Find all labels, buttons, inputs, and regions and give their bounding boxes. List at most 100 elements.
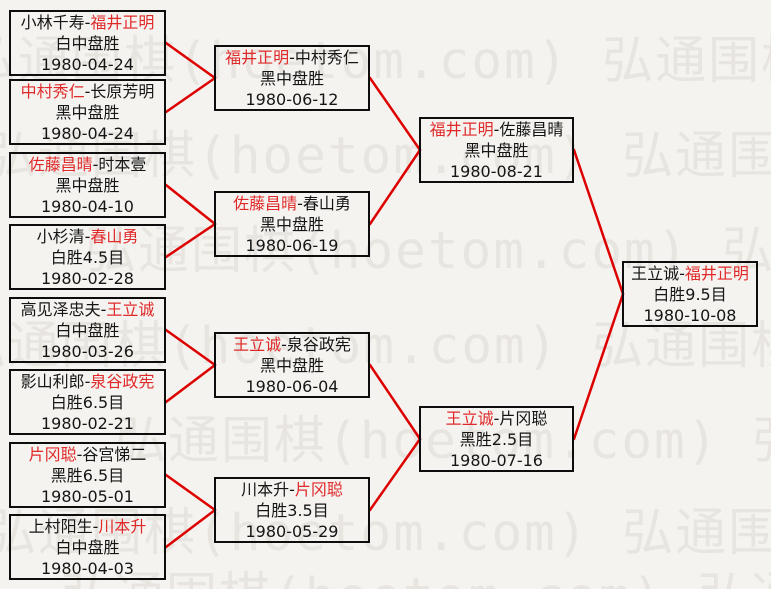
match-result: 黑中盘胜 xyxy=(464,140,529,160)
match-box-r1-1: 小林千寿-福井正明 白中盘胜 1980-04-24 xyxy=(9,10,166,76)
match-box-r1-4: 小杉清-春山勇 白胜4.5目 1980-02-28 xyxy=(9,224,166,290)
connector-line xyxy=(572,148,625,296)
connector-line xyxy=(164,363,217,404)
watermark-text: 弘通围棋(hoetom.com) 弘通围棋(hoetom.com) 弘通围棋(h… xyxy=(0,504,771,563)
match-date: 1980-02-21 xyxy=(41,413,134,433)
match-result: 白中盘胜 xyxy=(55,537,120,557)
pair-separator: - xyxy=(297,193,303,213)
match-pairing: 小杉清-春山勇 xyxy=(37,226,139,247)
connector-line xyxy=(368,437,422,512)
connector-line xyxy=(164,76,217,114)
pair-separator: - xyxy=(493,119,500,139)
match-pairing: 高见泽忠夫-王立诚 xyxy=(21,299,155,320)
match-pairing: 川本升-片冈聪 xyxy=(241,479,343,500)
player2-name: 中村秀仁 xyxy=(294,47,359,67)
match-result: 白中盘胜 xyxy=(55,320,120,340)
pair-separator: - xyxy=(84,371,91,391)
watermark-text: 弘通围棋(hoetom.com) 弘通围棋(hoetom.com) 弘通围棋(h… xyxy=(0,32,771,91)
match-result: 黑胜6.5目 xyxy=(50,465,125,485)
match-result: 黑胜2.5目 xyxy=(459,429,534,449)
match-box-sf-1: 福井正明-佐藤昌晴 黑中盘胜 1980-08-21 xyxy=(419,117,574,183)
match-pairing: 福井正明-佐藤昌晴 xyxy=(430,119,564,140)
pair-separator: - xyxy=(84,226,91,246)
match-box-r1-3: 佐藤昌晴-时本壹 黑中盘胜 1980-04-10 xyxy=(9,152,166,218)
match-box-r1-5: 高见泽忠夫-王立诚 白中盘胜 1980-03-26 xyxy=(9,297,166,363)
connector-line xyxy=(368,363,422,441)
player1-name: 佐藤昌晴 xyxy=(28,154,93,174)
pair-separator: - xyxy=(281,334,287,354)
match-result: 白胜9.5目 xyxy=(653,284,727,304)
player1-name: 影山利郎 xyxy=(20,371,85,391)
match-date: 1980-06-12 xyxy=(245,89,339,109)
match-result: 黑中盘胜 xyxy=(259,68,324,88)
player1-name: 佐藤昌晴 xyxy=(233,193,298,213)
match-date: 1980-07-16 xyxy=(450,450,543,470)
player2-name: 春山勇 xyxy=(302,193,351,213)
connector-line xyxy=(164,41,217,80)
player1-name: 小林千寿 xyxy=(20,12,85,32)
connector-line xyxy=(572,292,625,441)
match-date: 1980-04-24 xyxy=(41,54,134,74)
match-box-r2-4: 川本升-片冈聪 白胜3.5目 1980-05-29 xyxy=(214,477,370,543)
connector-line xyxy=(164,328,217,367)
match-box-r1-6: 影山利郎-泉谷政宪 白胜6.5目 1980-02-21 xyxy=(9,369,166,435)
match-pairing: 佐藤昌晴-春山勇 xyxy=(233,193,351,214)
match-pairing: 王立诚-泉谷政宪 xyxy=(233,334,351,355)
player2-name: 泉谷政宪 xyxy=(286,334,351,354)
match-pairing: 中村秀仁-长原芳明 xyxy=(21,81,155,102)
match-result: 黑中盘胜 xyxy=(55,102,120,122)
pair-separator: - xyxy=(493,408,500,428)
player1-name: 高见泽忠夫 xyxy=(20,299,101,319)
match-pairing: 小林千寿-福井正明 xyxy=(21,12,155,33)
pair-separator: - xyxy=(84,81,91,101)
match-pairing: 福井正明-中村秀仁 xyxy=(225,47,359,68)
player2-name: 时本壹 xyxy=(98,154,147,174)
match-date: 1980-05-29 xyxy=(245,521,339,541)
match-result: 白中盘胜 xyxy=(55,33,120,53)
watermark-text: 弘通围棋(hoetom.com) 弘通围棋(hoetom.com) 弘通围棋(h… xyxy=(115,412,771,471)
match-box-final: 王立诚-福井正明 白胜9.5目 1980-10-08 xyxy=(622,261,758,327)
match-result: 黑中盘胜 xyxy=(259,355,324,375)
player1-name: 福井正明 xyxy=(429,119,494,139)
watermark-text: 弘通围棋(hoetom.com) 弘通围棋(hoetom.com) 弘通围棋(h… xyxy=(60,572,771,589)
match-date: 1980-04-10 xyxy=(41,196,134,216)
match-pairing: 上村阳生-川本升 xyxy=(29,516,147,537)
watermark-text: 弘通围棋(hoetom.com) 弘通围棋(hoetom.com) 弘通围棋(h… xyxy=(0,317,771,376)
player2-name: 片冈聪 xyxy=(499,408,548,428)
pair-separator: - xyxy=(289,479,295,499)
match-box-r2-2: 佐藤昌晴-春山勇 黑中盘胜 1980-06-19 xyxy=(214,191,370,257)
player2-name: 长原芳明 xyxy=(90,81,155,101)
match-box-r1-7: 片冈聪-谷宫悌二 黑胜6.5目 1980-05-01 xyxy=(9,442,166,508)
match-box-r1-8: 上村阳生-川本升 白中盘胜 1980-04-03 xyxy=(9,514,166,580)
match-date: 1980-04-24 xyxy=(41,123,134,143)
pair-separator: - xyxy=(92,154,99,174)
match-box-r2-3: 王立诚-泉谷政宪 黑中盘胜 1980-06-04 xyxy=(214,332,370,398)
pair-separator: - xyxy=(84,12,91,32)
match-box-sf-2: 王立诚-片冈聪 黑胜2.5目 1980-07-16 xyxy=(419,406,574,472)
match-pairing: 王立诚-片冈聪 xyxy=(446,408,548,429)
pair-separator: - xyxy=(76,444,83,464)
match-date: 1980-08-21 xyxy=(450,161,543,181)
match-box-r1-2: 中村秀仁-长原芳明 黑中盘胜 1980-04-24 xyxy=(9,79,166,145)
player1-name: 川本升 xyxy=(241,479,290,499)
connector-line xyxy=(164,183,217,226)
match-date: 1980-10-08 xyxy=(643,305,737,325)
connector-line xyxy=(368,148,422,226)
match-date: 1980-06-04 xyxy=(245,376,339,396)
player1-name: 王立诚 xyxy=(233,334,282,354)
player2-name: 片冈聪 xyxy=(294,479,343,499)
match-date: 1980-03-26 xyxy=(41,341,134,361)
match-date: 1980-02-28 xyxy=(41,268,134,288)
pair-separator: - xyxy=(100,299,107,319)
match-result: 黑中盘胜 xyxy=(55,175,120,195)
match-pairing: 片冈聪-谷宫悌二 xyxy=(29,444,147,465)
player1-name: 福井正明 xyxy=(225,47,290,67)
player1-name: 片冈聪 xyxy=(28,444,77,464)
player2-name: 福井正明 xyxy=(684,263,749,283)
match-result: 白胜3.5目 xyxy=(255,500,329,520)
connector-line xyxy=(164,473,217,512)
match-result: 白胜4.5目 xyxy=(50,247,125,267)
player2-name: 泉谷政宪 xyxy=(90,371,155,391)
